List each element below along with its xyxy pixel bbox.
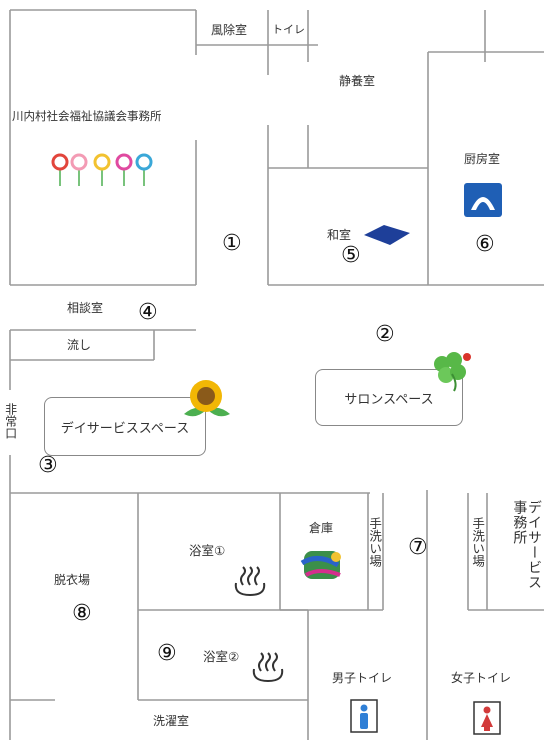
handwash-left-label: 手洗い場 bbox=[367, 517, 383, 567]
consult-room-label: 相談室 bbox=[67, 301, 104, 315]
japanese-room-label: 和室 bbox=[327, 228, 352, 242]
kitchen-sign-icon bbox=[464, 183, 502, 217]
dressing-room-label: 脱衣場 bbox=[54, 573, 91, 587]
emergency-exit-label: 非常口 bbox=[3, 403, 18, 439]
windbreak-room-label: 風除室 bbox=[211, 23, 248, 37]
laundry-room-label: 洗濯室 bbox=[153, 714, 190, 728]
kitchen-label: 厨房室 bbox=[464, 152, 501, 166]
onsen-icon bbox=[234, 566, 266, 597]
bath1-label: 浴室① bbox=[189, 543, 226, 558]
womens-toilet-label: 女子トイレ bbox=[451, 671, 512, 685]
marker-4: ④ bbox=[138, 300, 158, 325]
storage-items-icon bbox=[300, 551, 341, 579]
mens-toilet-label: 男子トイレ bbox=[332, 671, 393, 685]
marker-8: ⑧ bbox=[72, 601, 92, 626]
bath2-label: 浴室② bbox=[203, 649, 240, 664]
storage-label: 倉庫 bbox=[309, 521, 334, 535]
handwash-right-label: 手洗い場 bbox=[470, 517, 486, 567]
marker-9: ⑨ bbox=[157, 641, 177, 666]
marker-5: ⑤ bbox=[341, 243, 361, 268]
marker-2: ② bbox=[375, 322, 395, 347]
toilet-top-label: トイレ bbox=[272, 23, 305, 36]
zabuton-icon bbox=[364, 225, 410, 245]
marker-7: ⑦ bbox=[408, 535, 428, 560]
sink-label: 流し bbox=[67, 338, 92, 352]
sunflower-icon bbox=[184, 380, 230, 417]
rest-room-label: 静養室 bbox=[339, 74, 376, 88]
womens-toilet-icon bbox=[473, 701, 501, 735]
salon-space: サロンスペース bbox=[315, 369, 463, 426]
dayservice-space-label: デイサービススペース bbox=[60, 421, 190, 436]
onsen-icon bbox=[252, 652, 284, 683]
flowers-icon bbox=[51, 153, 153, 186]
dayservice-office-label: デイサービス事務所 bbox=[511, 500, 542, 590]
marker-3: ③ bbox=[38, 453, 58, 478]
marker-1: ① bbox=[222, 231, 242, 256]
clover-icon bbox=[434, 352, 471, 392]
office-label: 川内村社会福祉協議会事務所 bbox=[12, 109, 162, 123]
marker-6: ⑥ bbox=[475, 232, 495, 257]
mens-toilet-icon bbox=[350, 699, 378, 733]
dayservice-space: デイサービススペース bbox=[44, 397, 206, 456]
salon-space-label: サロンスペース bbox=[344, 392, 434, 407]
